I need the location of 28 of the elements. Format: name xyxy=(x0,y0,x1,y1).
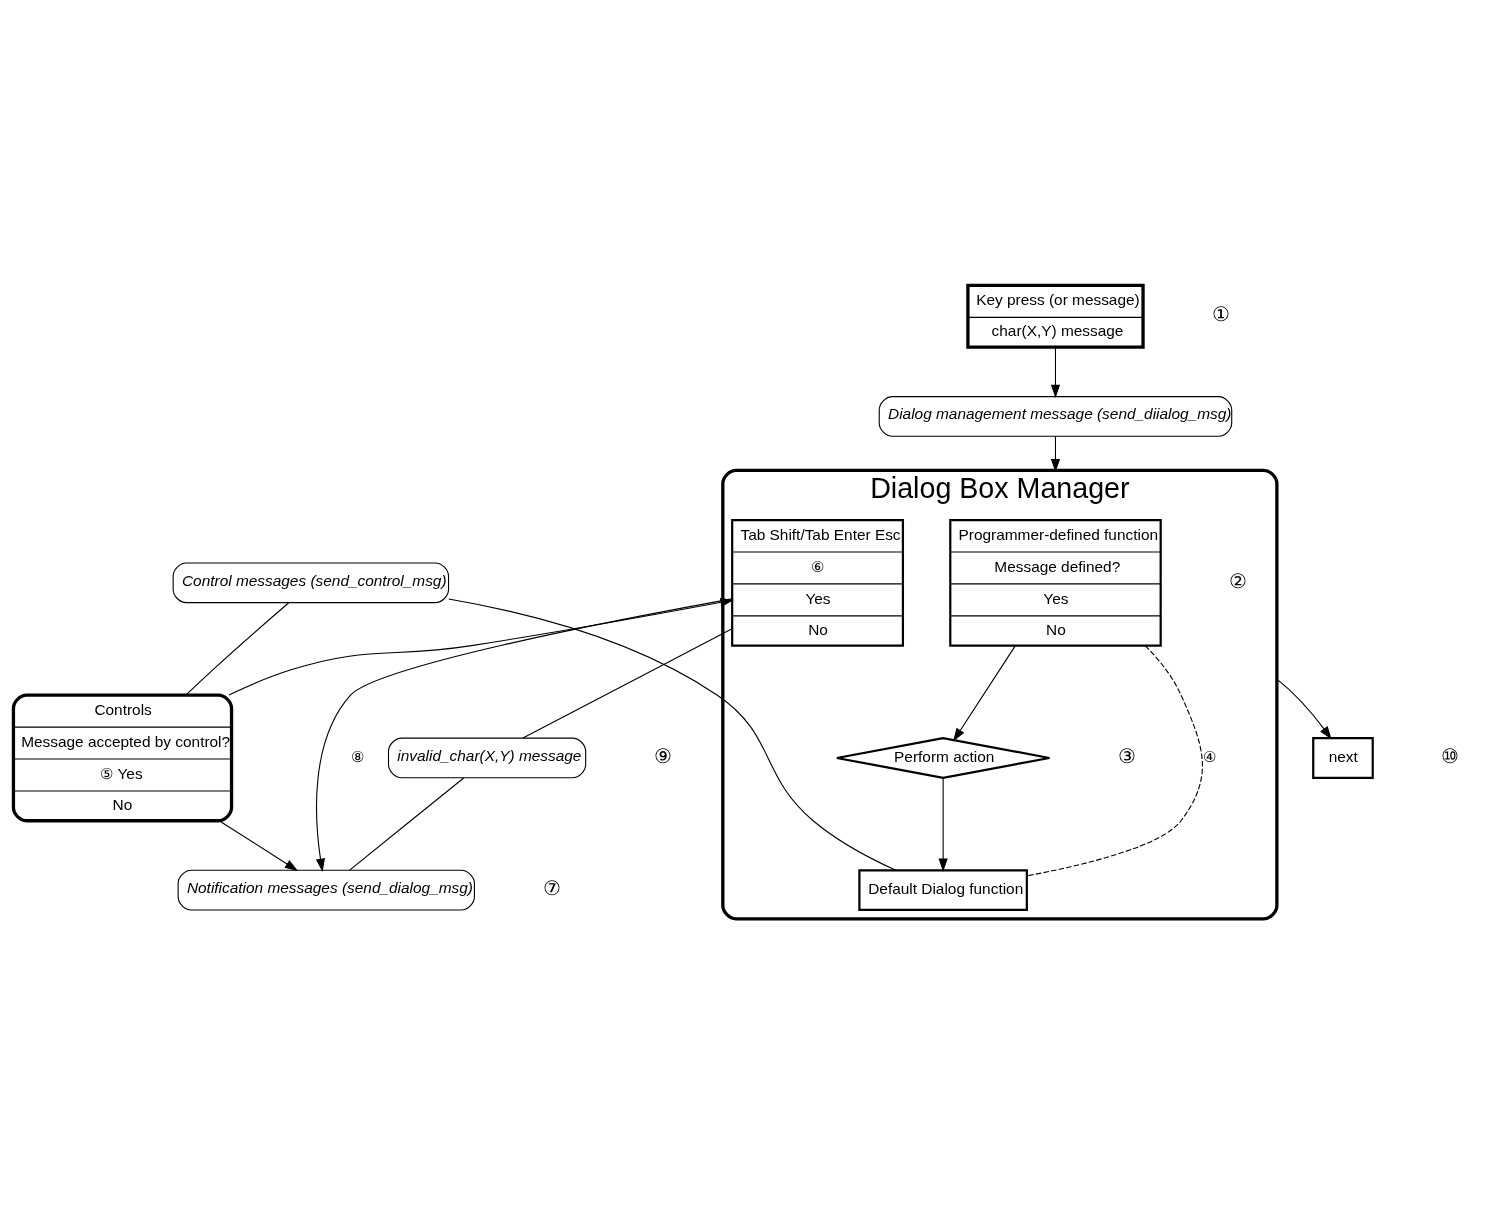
arrow xyxy=(1050,435,1061,472)
node-diamond: Perform action xyxy=(835,736,1051,779)
arrow xyxy=(218,819,299,871)
arrow xyxy=(938,776,948,872)
node-box: Notification messages (send_dialog_msg) xyxy=(177,869,475,910)
node-box: invalid_char(X,Y) message xyxy=(387,737,587,778)
connector xyxy=(185,601,290,696)
arrow xyxy=(1276,678,1332,739)
edge-label: ④ xyxy=(1202,747,1216,765)
arrow xyxy=(1050,346,1061,398)
arrow xyxy=(228,597,734,696)
node-box: Control messages (send_control_msg) xyxy=(172,561,450,603)
connector xyxy=(522,627,733,739)
node-label: ② xyxy=(1229,569,1248,592)
node-label: ③ xyxy=(1118,744,1137,767)
connector xyxy=(1026,644,1203,876)
connector xyxy=(349,776,465,871)
node-box: Default Dialog function xyxy=(858,868,1028,911)
node-box: Dialog management message (send_diialog_msg) xyxy=(878,395,1233,437)
node-box: next xyxy=(1312,736,1374,779)
arrow xyxy=(953,644,1016,741)
node-label: ⑩ xyxy=(1440,744,1459,767)
edge-label: ⑧ xyxy=(351,747,365,765)
node-label: ① xyxy=(1211,302,1230,325)
arrow xyxy=(315,597,733,872)
node-label: ⑦ xyxy=(543,876,562,899)
connector xyxy=(448,598,897,871)
node-label: ⑨ xyxy=(654,744,673,767)
